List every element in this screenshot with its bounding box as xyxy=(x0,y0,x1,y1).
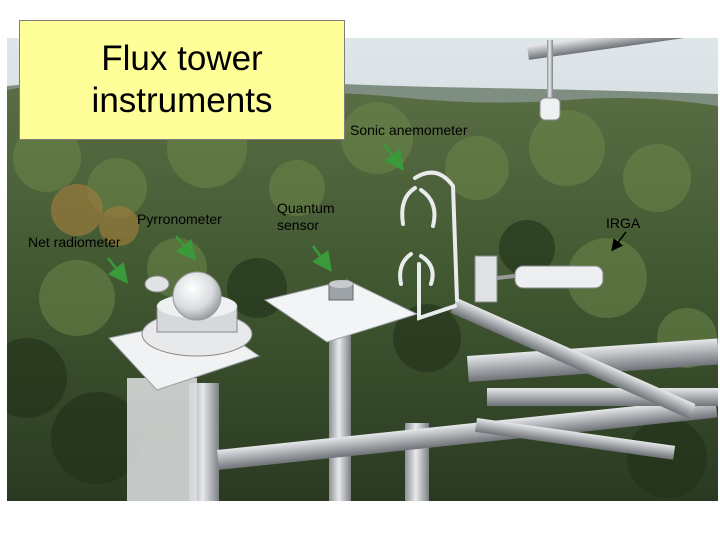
label-net-radiometer: Net radiometer xyxy=(28,234,121,250)
slide-title: Flux tower instruments xyxy=(91,39,273,120)
label-quantum-sensor-line1: Quantum xyxy=(277,200,335,216)
label-quantum-sensor-line2: sensor xyxy=(277,217,320,233)
slide-title-box: Flux tower instruments xyxy=(19,20,345,140)
label-pyrronometer: Pyrronometer xyxy=(137,211,222,227)
label-sonic-anemometer: Sonic anemometer xyxy=(350,122,468,138)
label-irga: IRGA xyxy=(606,215,641,231)
flux-tower-photo xyxy=(7,38,718,501)
label-quantum-sensor: Quantum sensor xyxy=(277,200,335,234)
